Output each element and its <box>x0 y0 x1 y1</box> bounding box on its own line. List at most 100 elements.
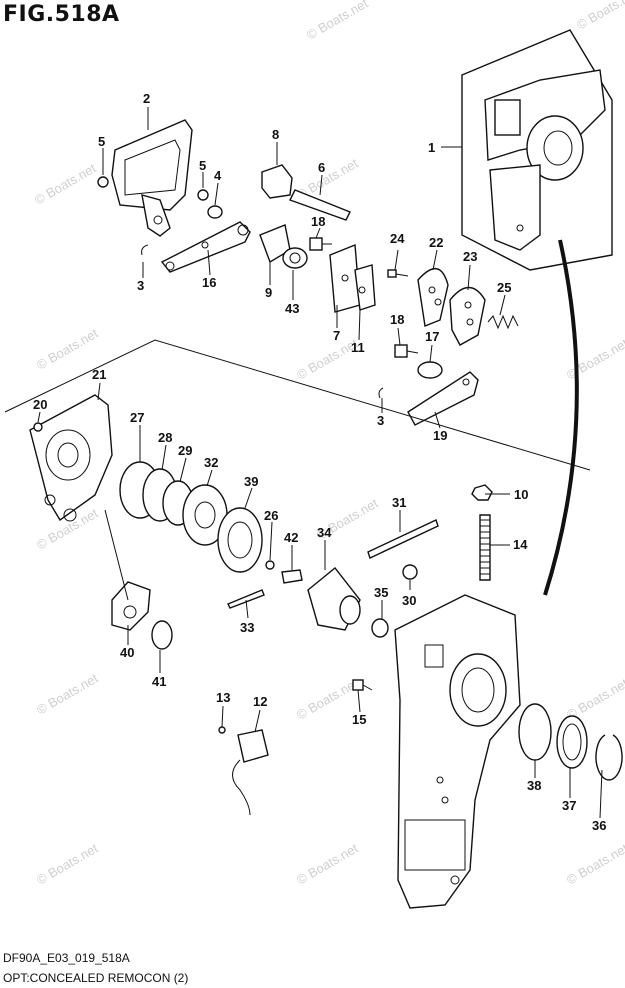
part-snap-ring-36 <box>595 734 623 781</box>
callout-9: 9 <box>265 285 272 300</box>
part-bolt-15 <box>352 679 373 691</box>
part-rod-31 <box>367 519 439 559</box>
callout-17: 17 <box>425 329 439 344</box>
part-washer-4 <box>207 205 223 219</box>
callout-30: 30 <box>402 593 416 608</box>
leader-lines <box>37 107 603 819</box>
callout-21: 21 <box>92 367 106 382</box>
callout-41: 41 <box>152 674 166 689</box>
part-main-housing <box>394 594 521 909</box>
callout-3: 3 <box>377 413 384 428</box>
callout-32: 32 <box>204 455 218 470</box>
callout-40: 40 <box>120 645 134 660</box>
watermark: © Boats.net <box>34 670 101 717</box>
watermark: © Boats.net <box>304 0 371 43</box>
callout-13: 13 <box>216 690 230 705</box>
part-lever-19 <box>407 371 479 426</box>
part-nut-10 <box>471 484 493 501</box>
part-washer-41 <box>151 620 173 650</box>
figure-caption: OPT:CONCEALED REMOCON (2) <box>3 971 189 985</box>
part-stud-14 <box>479 514 491 581</box>
watermark: © Boats.net <box>294 675 361 722</box>
part-motor <box>307 567 361 631</box>
callout-1: 1 <box>428 140 435 155</box>
callout-26: 26 <box>264 508 278 523</box>
watermark: © Boats.net <box>34 325 101 372</box>
part-screw-13 <box>218 726 226 734</box>
callout-37: 37 <box>562 798 576 813</box>
part-screw-24 <box>387 269 409 278</box>
callout-43: 43 <box>285 301 299 316</box>
watermark: © Boats.net <box>574 0 625 33</box>
callout-20: 20 <box>33 397 47 412</box>
callout-24: 24 <box>390 231 405 246</box>
part-bolt-18b <box>394 344 408 358</box>
part-washer-17 <box>417 361 443 379</box>
part-base-plate <box>29 394 113 522</box>
part-washer-5b <box>197 189 209 201</box>
callout-25: 25 <box>497 280 511 295</box>
part-screw-26 <box>265 560 275 570</box>
callout-33: 33 <box>240 620 254 635</box>
callout-31: 31 <box>392 495 406 510</box>
callout-numbers: 1 2 3 3 4 5 5 6 7 8 9 10 11 12 13 14 15 … <box>33 91 606 833</box>
callout-39: 39 <box>244 474 258 489</box>
callout-2: 2 <box>143 91 150 106</box>
part-clip-3a <box>141 244 149 256</box>
part-sensor <box>232 729 269 816</box>
callout-36: 36 <box>592 818 606 833</box>
callout-5: 5 <box>98 134 105 149</box>
figure-title: FIG.518A <box>3 2 120 27</box>
watermark: © Boats.net <box>294 840 361 887</box>
callout-16: 16 <box>202 275 216 290</box>
callout-27: 27 <box>130 410 144 425</box>
callout-3: 3 <box>137 278 144 293</box>
part-washer-5a <box>97 176 109 188</box>
part-screw-20 <box>33 422 43 432</box>
part-plate-22 <box>417 268 449 327</box>
callout-34: 34 <box>317 525 332 540</box>
callout-8: 8 <box>272 127 279 142</box>
callout-18: 18 <box>390 312 404 327</box>
callout-29: 29 <box>178 443 192 458</box>
part-bushing <box>282 247 308 269</box>
callout-14: 14 <box>513 537 528 552</box>
part-clip-3b <box>378 387 384 399</box>
callout-7: 7 <box>333 328 340 343</box>
part-remote-control-assembly <box>461 29 613 271</box>
callout-23: 23 <box>463 249 477 264</box>
callout-11: 11 <box>351 340 365 355</box>
part-ring-37 <box>556 715 588 769</box>
watermark: © Boats.net <box>34 840 101 887</box>
part-cap-30 <box>402 564 418 580</box>
part-lever-arm <box>160 221 251 273</box>
part-washer-39 <box>217 507 263 573</box>
callout-15: 15 <box>352 712 366 727</box>
assembly-arrow <box>543 239 579 596</box>
callout-5: 5 <box>199 158 206 173</box>
part-pin-42 <box>281 569 303 584</box>
callout-18: 18 <box>311 214 325 229</box>
part-bushing-35 <box>371 618 389 638</box>
footer: DF90A_E03_019_518A OPT:CONCEALED REMOCON… <box>3 948 188 988</box>
figure-code: DF90A_E03_019_518A <box>3 951 130 965</box>
callout-22: 22 <box>429 235 443 250</box>
part-knob <box>261 164 293 199</box>
callout-42: 42 <box>284 530 298 545</box>
part-pin-33 <box>227 589 265 609</box>
part-shaft <box>289 189 351 221</box>
callout-10: 10 <box>514 487 528 502</box>
callout-28: 28 <box>158 430 172 445</box>
part-cam-23 <box>449 286 486 346</box>
watermark: © Boats.net <box>564 840 625 887</box>
callout-4: 4 <box>214 168 222 183</box>
callout-35: 35 <box>374 585 388 600</box>
part-cover-plate <box>111 119 193 237</box>
callout-19: 19 <box>433 428 447 443</box>
callout-12: 12 <box>253 694 267 709</box>
part-spring <box>487 314 519 330</box>
part-bolt-18a <box>309 237 332 251</box>
watermark: © Boats.net <box>32 160 99 207</box>
part-ring-38 <box>518 703 552 761</box>
